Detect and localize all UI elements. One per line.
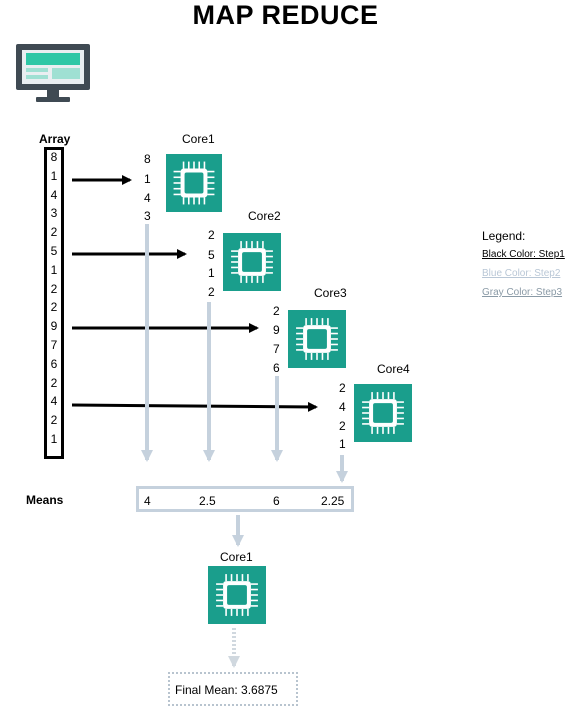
core3-value: 2 [273,304,280,318]
legend-step2: Blue Color: Step2 [482,268,561,279]
page-title: MAP REDUCE [192,0,379,30]
final-mean-box [168,672,298,706]
means-label: Means [26,493,64,507]
mean-value: 6 [273,494,280,508]
array-value: 4 [50,394,58,409]
core3-value: 9 [273,323,280,337]
core2-label: Core2 [248,209,281,223]
mean-value: 4 [144,494,151,508]
array-value: 1 [50,262,58,277]
core4-value: 2 [339,419,346,433]
legend-title: Legend: [482,229,526,243]
core2-value: 2 [208,228,215,242]
arrow-to-core4 [71,401,318,412]
core3-value: 6 [273,361,280,375]
core1-value: 8 [144,152,151,166]
core4-value: 4 [339,400,346,414]
core2-value: 2 [208,285,215,299]
array-label: Array [39,132,71,146]
mean-value: 2.5 [199,494,216,508]
cpu-chip-icon [166,154,222,212]
core1-value: 1 [144,172,151,186]
reduce-core-label: Core1 [220,550,253,564]
core1-value: 3 [144,209,151,223]
array-value: 5 [50,244,58,258]
core1-label: Core1 [182,132,215,146]
legend-step3: Gray Color: Step3 [482,287,563,298]
array-value: 2 [50,300,58,315]
means-box [136,486,354,512]
cpu-chip-icon [354,384,412,442]
array-value: 4 [50,187,58,202]
array-value: 9 [50,319,58,334]
array-value: 1 [50,168,58,183]
array-value: 6 [50,356,58,371]
core4-value: 2 [339,381,346,395]
core4-label: Core4 [377,362,410,376]
array-value: 7 [50,338,58,352]
core3-value: 7 [273,342,280,356]
core2-value: 5 [208,248,215,262]
array-value: 1 [50,432,58,446]
array-value: 2 [50,281,58,296]
cpu-chip-icon [223,233,281,291]
final-mean-text: Final Mean: 3.6875 [175,683,278,697]
array-value: 8 [50,150,58,164]
core4-value: 1 [339,437,346,451]
array-box [44,147,64,459]
array-value: 3 [50,206,58,221]
legend-step1: Black Color: Step1 [482,249,565,260]
array-value: 2 [50,413,58,428]
core1-value: 4 [144,191,151,205]
cpu-chip-icon [288,310,346,368]
core3-label: Core3 [314,286,347,300]
core2-value: 1 [208,266,215,280]
array-value: 2 [50,375,58,390]
cpu-chip-icon [208,566,266,624]
mean-value: 2.25 [321,494,345,508]
array-value: 2 [50,225,58,240]
computer-monitor-icon [16,44,90,102]
